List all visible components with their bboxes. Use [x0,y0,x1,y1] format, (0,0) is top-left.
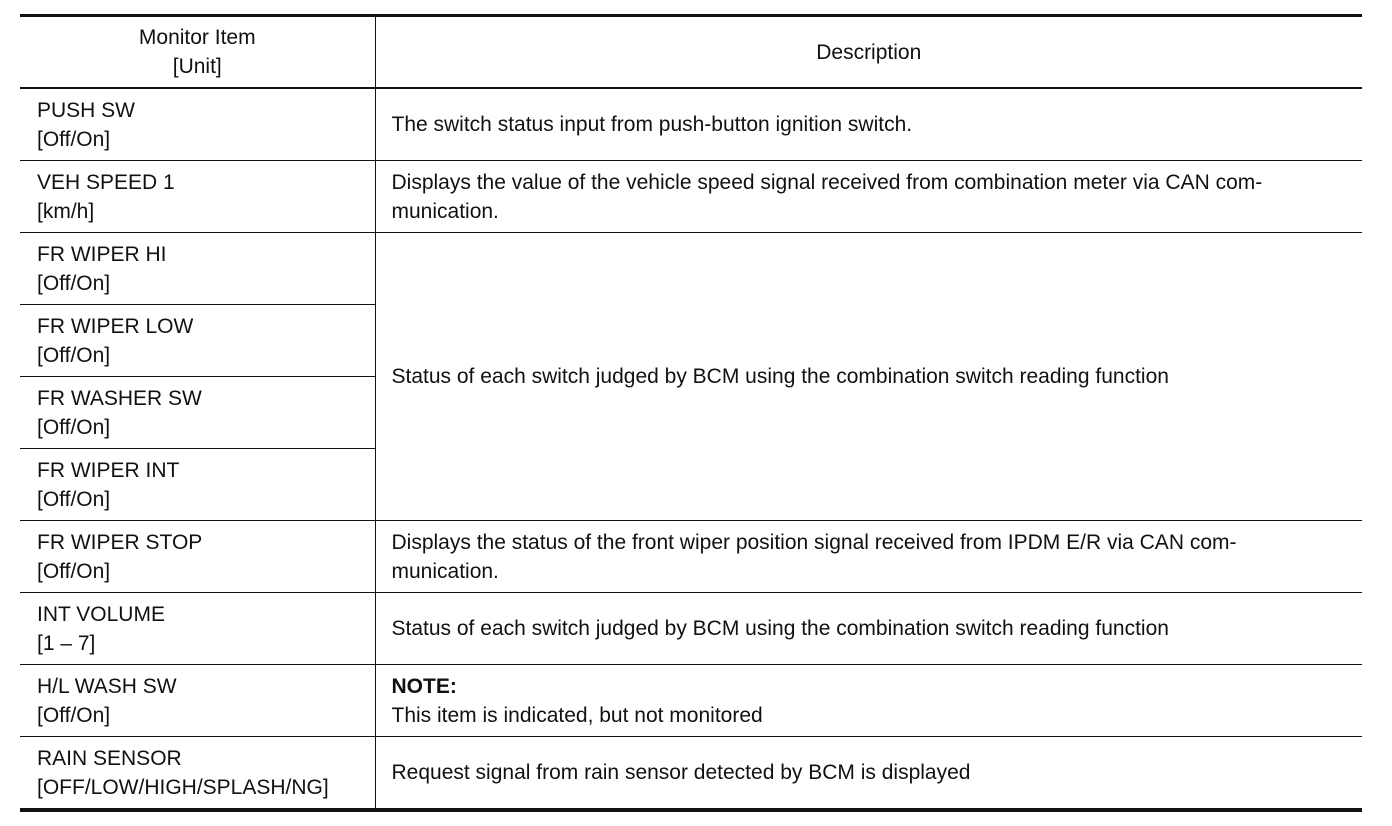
monitor-table-container: Monitor Item [Unit] Description PUSH SW … [20,14,1362,812]
item-unit: [Off/On] [37,487,111,511]
monitor-item-cell: FR WIPER STOP [Off/On] [20,520,376,593]
description-cell: Displays the value of the vehicle speed … [375,160,1362,233]
monitor-item-table: Monitor Item [Unit] Description PUSH SW … [20,14,1362,812]
item-name: FR WASHER SW [37,386,202,410]
note-text: This item is indicated, but not monitore… [391,703,763,727]
monitor-item-cell: VEH SPEED 1 [km/h] [20,160,376,233]
item-name: H/L WASH SW [37,674,177,698]
header-monitor-item: Monitor Item [Unit] [20,15,376,89]
description-cell: Request signal from rain sensor detected… [375,736,1362,810]
item-name: FR WIPER STOP [37,530,203,554]
item-unit: [Off/On] [37,415,111,439]
monitor-item-cell: FR WIPER INT [Off/On] [20,448,376,521]
header-unit-label: [Unit] [172,55,222,78]
table-row: FR WIPER LOW [Off/On] [20,304,1362,377]
item-name: FR WIPER INT [37,458,180,482]
header-monitor-item-label: Monitor Item [138,26,256,49]
monitor-item-cell: RAIN SENSOR [OFF/LOW/HIGH/SPLASH/NG] [20,736,376,810]
merged-description-cell: Status of each switch judged by BCM usin… [375,232,1362,521]
table-row: INT VOLUME [1 – 7] Status of each switch… [20,592,1362,665]
monitor-item-cell: FR WIPER HI [Off/On] [20,232,376,305]
description-cell: NOTE: This item is indicated, but not mo… [375,664,1362,737]
table-row: H/L WASH SW [Off/On] NOTE: This item is … [20,664,1362,737]
item-unit: [Off/On] [37,343,111,367]
header-description: Description [375,15,1362,89]
item-name: VEH SPEED 1 [37,170,175,194]
item-name: PUSH SW [37,98,136,122]
item-unit: [Off/On] [37,703,111,727]
monitor-item-cell: FR WASHER SW [Off/On] [20,376,376,449]
item-unit: [Off/On] [37,559,111,583]
table-row: PUSH SW [Off/On] The switch status input… [20,88,1362,161]
table-row: VEH SPEED 1 [km/h] Displays the value of… [20,160,1362,233]
item-unit: [Off/On] [37,127,111,151]
table-row: FR WIPER STOP [Off/On] Displays the stat… [20,520,1362,593]
table-row: RAIN SENSOR [OFF/LOW/HIGH/SPLASH/NG] Req… [20,736,1362,810]
item-unit: [km/h] [37,199,95,223]
table-row: FR WIPER INT [Off/On] [20,448,1362,521]
monitor-item-cell: FR WIPER LOW [Off/On] [20,304,376,377]
item-unit: [1 – 7] [37,631,96,655]
item-unit: [Off/On] [37,271,111,295]
item-name: FR WIPER HI [37,242,167,266]
item-name: FR WIPER LOW [37,314,194,338]
table-header-row: Monitor Item [Unit] Description [20,15,1362,89]
description-cell: Displays the status of the front wiper p… [375,520,1362,593]
note-label: NOTE: [391,674,457,698]
table-row: FR WIPER HI [Off/On] Status of each swit… [20,232,1362,521]
item-name: RAIN SENSOR [37,746,182,770]
item-name: INT VOLUME [37,602,165,626]
monitor-item-cell: PUSH SW [Off/On] [20,88,376,161]
description-cell: The switch status input from push-button… [391,113,913,136]
item-unit: [OFF/LOW/HIGH/SPLASH/NG] [37,775,329,799]
monitor-item-cell: H/L WASH SW [Off/On] [20,664,376,737]
table-row: FR WASHER SW [Off/On] [20,376,1362,449]
monitor-item-cell: INT VOLUME [1 – 7] [20,592,376,665]
description-cell: Status of each switch judged by BCM usin… [375,592,1362,665]
